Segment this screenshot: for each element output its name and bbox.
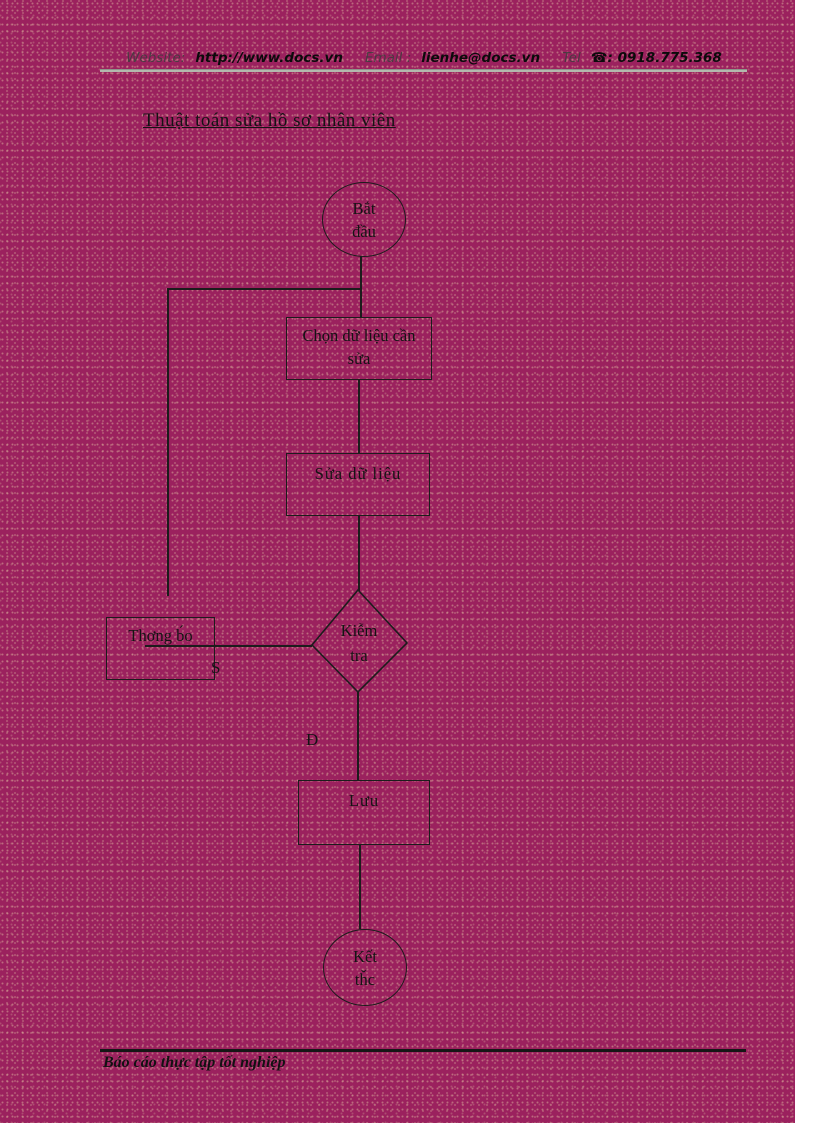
save-step-label: Lưu	[348, 791, 380, 810]
edit-step-label: Sửa dữ liệu	[314, 464, 402, 483]
decision-node-line2: tra	[350, 646, 368, 665]
website-label: Website:	[126, 50, 186, 66]
select-step-line2: sửa	[347, 349, 371, 368]
connector-decision-to-save	[357, 692, 359, 780]
decision-diamond-shape	[310, 588, 409, 694]
connector-edit-to-decision	[358, 516, 360, 591]
tel-label: Tel	[562, 50, 581, 66]
footer-divider	[100, 1049, 746, 1052]
email-label: Email :	[364, 50, 412, 66]
connector-start-to-select	[360, 256, 362, 318]
flowchart-notify-node: Thơng b́o	[106, 617, 215, 680]
connector-decision-to-notify	[145, 645, 312, 647]
phone-number: : 0918.775.368	[607, 50, 722, 66]
flowchart-save-step: Lưu	[298, 780, 430, 845]
end-node-line1: Kết	[353, 946, 377, 966]
end-node-line2: tȟc	[354, 969, 376, 989]
website-url: http://www.docs.vn	[195, 50, 343, 66]
branch-yes-label: Đ	[306, 730, 319, 749]
header-divider	[100, 69, 747, 72]
start-node-line1: Bắt	[352, 198, 376, 218]
flowchart-edit-step: Sửa dữ liệu	[286, 453, 430, 516]
decision-node-line1: Kiễm	[340, 621, 378, 640]
email-address: lienhe@docs.vn	[421, 50, 541, 66]
select-step-line1: Chọn dữ liệu cần	[302, 326, 416, 345]
phone-icon: ☎	[590, 50, 608, 66]
notify-node-label: Thơng b́o	[128, 626, 193, 645]
connector-select-to-edit	[358, 380, 360, 453]
connector-feedback-left	[167, 288, 169, 596]
branch-no-label: S	[211, 658, 221, 677]
connector-save-to-end	[359, 845, 361, 929]
page-title: Thuật toán sửa hồ sơ nhân viên	[143, 110, 396, 131]
document-background: Website: http://www.docs.vn Email : lienhe@…	[0, 0, 795, 1123]
page-header: Website: http://www.docs.vn Email : lienhe@…	[100, 50, 748, 66]
flowchart-end-node: Kết tȟc	[323, 929, 407, 1006]
connector-feedback-top	[167, 288, 361, 290]
footer-text: Báo cáo thực tập tốt nghiệp	[103, 1054, 286, 1071]
start-node-line2: đầu	[352, 221, 376, 241]
flowchart-start-node: Bắt đầu	[322, 182, 406, 257]
flowchart-select-step: Chọn dữ liệu cần sửa	[286, 317, 432, 380]
flowchart-decision-node: Kiễm tra	[320, 618, 398, 668]
